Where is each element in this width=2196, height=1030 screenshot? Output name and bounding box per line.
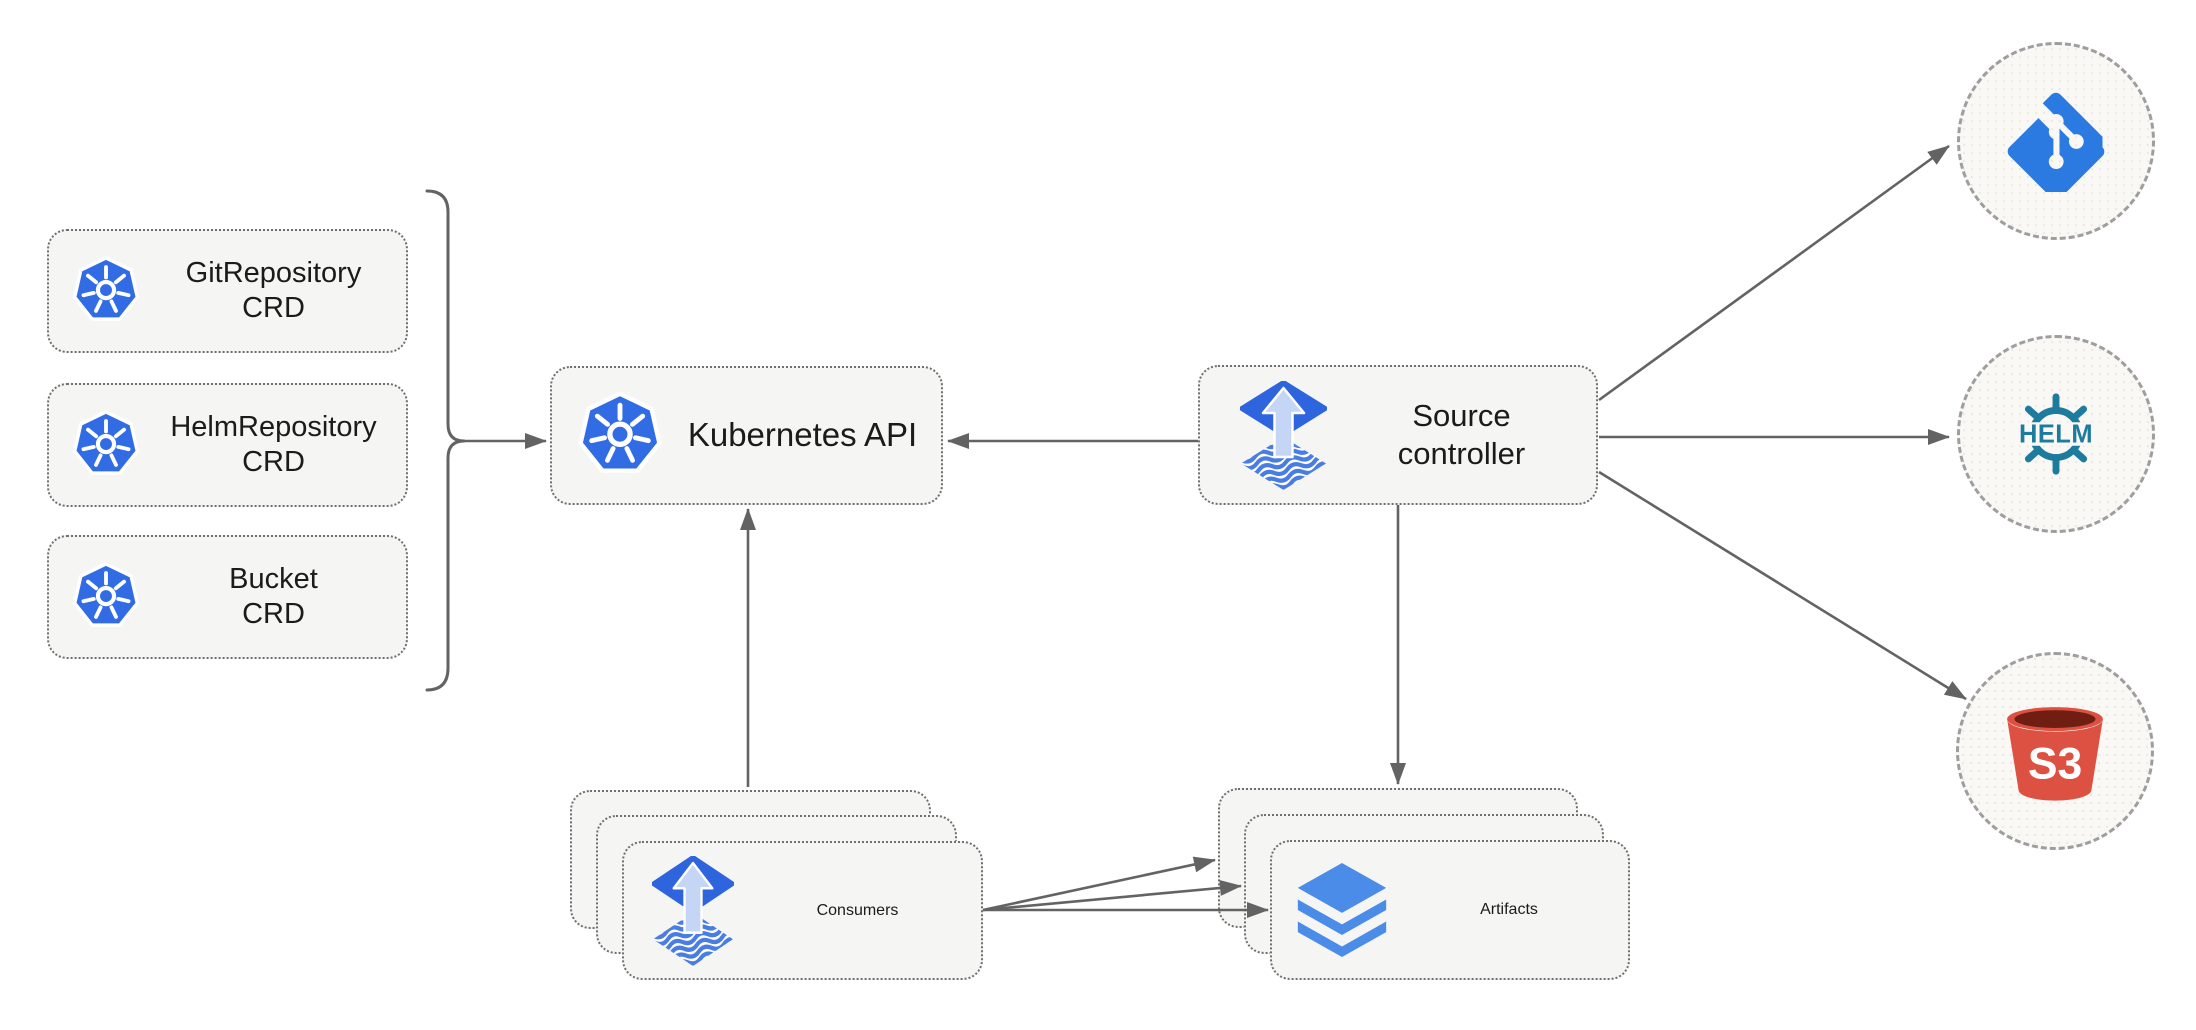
node-label: Consumers: [816, 901, 899, 919]
edge-consumers-to-artifacts-1: [982, 856, 1216, 912]
bracket-crds-group: [425, 189, 466, 692]
s3-logo-text: S3: [2028, 739, 2082, 788]
node-artifacts: Artifacts: [1270, 840, 1630, 980]
helm-logo-text: HELM: [2019, 420, 2093, 448]
layers-icon: [1294, 861, 1390, 959]
node-s3-source: S3: [1956, 652, 2154, 850]
crd-label-line2: CRD: [242, 446, 305, 478]
node-label: Artifacts: [1480, 901, 1538, 918]
edge-source-controller-to-s3: [1598, 470, 1967, 701]
git-icon: [2005, 90, 2107, 192]
crd-label-line1: HelmRepository: [170, 410, 377, 443]
node-label: Source controller: [1327, 397, 1596, 473]
node-source-controller: Source controller: [1198, 365, 1598, 505]
node-consumers: Consumers: [622, 841, 983, 980]
crd-label-line2: CRD: [242, 292, 305, 324]
source-label-line1: Source: [1412, 398, 1511, 434]
source-label-line2: controller: [1397, 436, 1526, 471]
node-label: Bucket CRD: [141, 562, 406, 633]
node-label: Kubernetes API: [687, 416, 918, 454]
node-label: GitRepository CRD: [141, 256, 406, 327]
node-label: HelmRepository CRD: [141, 410, 406, 481]
kubernetes-icon: [576, 390, 664, 482]
node-gitrepository-crd: GitRepository CRD: [47, 229, 408, 353]
flux-icon: [1240, 381, 1327, 490]
node-bucket-crd: Bucket CRD: [47, 535, 408, 659]
s3-icon: S3: [2007, 707, 2103, 801]
edge-source-controller-to-git: [1598, 144, 1950, 402]
kubernetes-icon: [71, 255, 141, 328]
node-helmrepository-crd: HelmRepository CRD: [47, 383, 408, 507]
node-kubernetes-api: Kubernetes API: [550, 366, 943, 505]
edge-consumers-to-artifacts-2: [982, 879, 1242, 912]
crd-label-line1: Bucket: [229, 562, 318, 595]
crd-label-line1: GitRepository: [185, 256, 362, 289]
node-helm-source: HELM: [1957, 335, 2155, 533]
helm-icon: HELM: [2008, 393, 2104, 475]
kubernetes-icon: [71, 409, 141, 482]
node-git-source: [1957, 42, 2155, 240]
crd-label-line2: CRD: [242, 598, 305, 630]
flux-icon: [652, 856, 734, 966]
kubernetes-icon: [71, 561, 141, 634]
